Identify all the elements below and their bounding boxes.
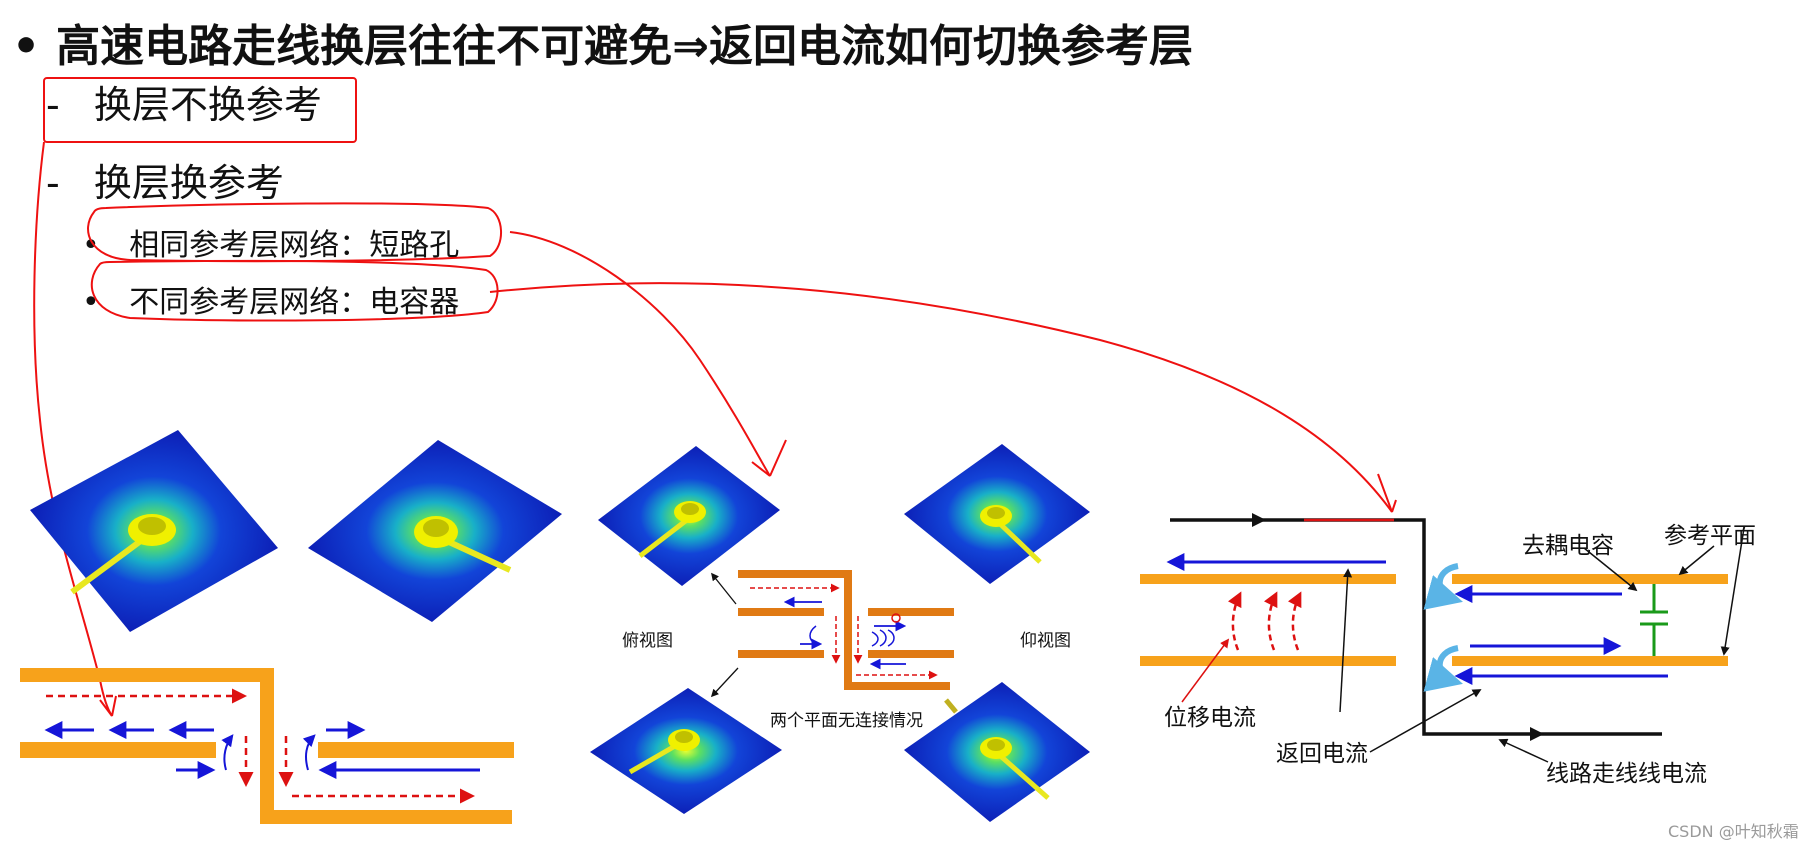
label-displacement-current: 位移电流 <box>1164 705 1256 731</box>
field-plot-mid-top-right <box>904 444 1090 584</box>
highlight-oval-short-via <box>87 202 503 263</box>
subitem-capacitor: • 不同参考层网络：电容器 <box>82 277 459 321</box>
field-plot-mid-bottom-right <box>904 682 1090 822</box>
label-signal-current: 线路走线线电流 <box>1546 761 1707 787</box>
label-return-current: 返回电流 <box>1276 741 1368 767</box>
item-same-reference: - 换层不换参考 <box>46 74 322 129</box>
label-no-connection: 两个平面无连接情况 <box>770 711 923 731</box>
subitem-short-via: • 相同参考层网络：短路孔 <box>82 220 459 264</box>
annotation-curve-left <box>33 141 117 717</box>
item-change-reference: - 换层换参考 <box>46 152 284 207</box>
highlight-oval-capacitor <box>90 259 499 322</box>
item-marker: - <box>46 83 60 127</box>
subitem-text: 相同参考层网络：短路孔 <box>129 228 460 263</box>
label-top-view: 俯视图 <box>622 631 673 651</box>
item-marker: - <box>46 161 60 205</box>
subitem-marker: • <box>82 228 100 263</box>
field-plot-left-2 <box>308 440 562 622</box>
watermark: CSDN @叶知秋霜 <box>1668 822 1799 841</box>
slide-title: • 高速电路走线换层往往不可避免⇒返回电流如何切换参考层 <box>12 10 1193 74</box>
title-bullet: • <box>12 21 41 72</box>
title-text: 高速电路走线换层往往不可避免⇒返回电流如何切换参考层 <box>56 21 1193 72</box>
annotation-curve-middle <box>509 231 787 477</box>
field-plot-mid-bottom-left <box>590 688 782 814</box>
capacitor-diagram-right <box>1140 513 1745 763</box>
label-bottom-view: 仰视图 <box>1020 631 1071 651</box>
via-cross-section-left <box>20 668 514 824</box>
subitem-text: 不同参考层网络：电容器 <box>129 285 460 320</box>
field-plot-mid-top-left <box>598 446 780 586</box>
annotation-curve-right <box>489 282 1397 513</box>
label-decoupling-cap: 去耦电容 <box>1522 533 1614 559</box>
item-text: 换层换参考 <box>93 161 284 205</box>
subitem-marker: • <box>82 285 100 320</box>
item-text: 换层不换参考 <box>93 83 322 127</box>
via-cross-section-middle <box>710 570 954 698</box>
highlight-box-item1 <box>43 77 357 143</box>
field-plot-left-1 <box>30 430 278 632</box>
